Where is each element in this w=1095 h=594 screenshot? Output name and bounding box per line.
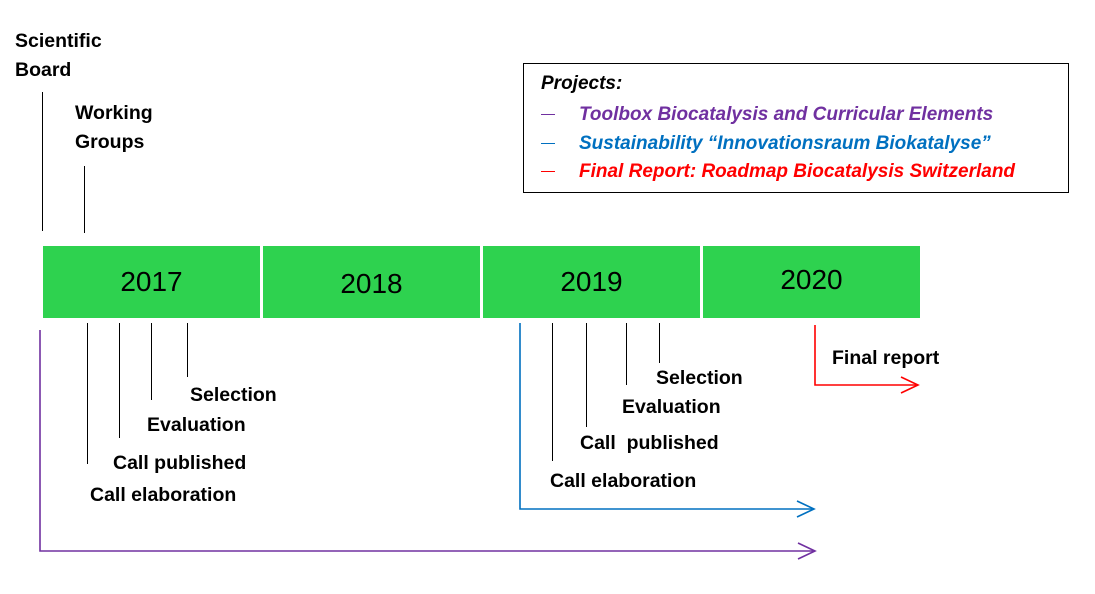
year-2020-label: 2020 — [780, 264, 843, 295]
evaluation-2019-connector — [626, 323, 627, 385]
call-published-2017-connector — [119, 323, 120, 438]
legend-item-toolbox: Toolbox Biocatalysis and Curricular Elem… — [541, 104, 993, 126]
scientific-board-line2: Board — [15, 59, 72, 81]
year-2019-label: 2019 — [560, 266, 623, 297]
scientific-board-label: Scientific Board — [15, 27, 102, 85]
legend-title: Projects: — [541, 73, 623, 94]
call-elaboration-2019-connector — [552, 323, 553, 461]
year-2019: 2019 — [483, 246, 700, 318]
final-report-project-arrow — [814, 325, 920, 394]
legend-dash-final-report — [541, 171, 555, 173]
legend-label-sustainability: Sustainability “Innovationsraum Biokatal… — [579, 133, 991, 154]
year-2020: 2020 — [703, 246, 920, 318]
legend-item-final-report: Final Report: Roadmap Biocatalysis Switz… — [541, 161, 1015, 183]
scientific-board-line1: Scientific — [15, 30, 102, 52]
legend-dash-sustainability — [541, 143, 555, 145]
legend-label-final-report: Final Report: Roadmap Biocatalysis Switz… — [579, 161, 1016, 182]
call-published-2019-connector — [586, 323, 587, 427]
evaluation-2019-label: Evaluation — [622, 396, 721, 418]
call-published-2017-label: Call published — [113, 452, 247, 474]
scientific-board-connector — [42, 92, 43, 231]
working-groups-connector — [84, 166, 85, 233]
working-groups-line2: Groups — [75, 131, 145, 153]
evaluation-2017-label: Evaluation — [147, 414, 246, 436]
call-elaboration-2019-label: Call elaboration — [550, 470, 697, 492]
year-2018-label: 2018 — [340, 268, 403, 299]
call-published-2019-label: Call published — [580, 432, 719, 454]
legend-dash-toolbox — [541, 114, 555, 116]
sustainability-project-arrow — [519, 323, 816, 518]
legend-label-toolbox: Toolbox Biocatalysis and Curricular Elem… — [579, 104, 994, 125]
call-elaboration-2017-label: Call elaboration — [90, 484, 237, 506]
working-groups-line1: Working — [75, 102, 153, 124]
selection-2017-connector — [187, 323, 188, 377]
year-2018: 2018 — [263, 246, 480, 318]
year-2017-label: 2017 — [120, 266, 183, 297]
legend-item-sustainability: Sustainability “Innovationsraum Biokatal… — [541, 133, 991, 155]
final-report-label: Final report — [832, 347, 940, 369]
toolbox-project-arrow — [39, 330, 817, 560]
selection-2017-label: Selection — [190, 384, 277, 406]
call-elaboration-2017-connector — [87, 323, 88, 464]
evaluation-2017-connector — [151, 323, 152, 400]
year-2017: 2017 — [43, 246, 260, 318]
projects-legend: Projects: Toolbox Biocatalysis and Curri… — [523, 63, 1069, 193]
working-groups-label: Working Groups — [75, 99, 153, 157]
selection-2019-label: Selection — [656, 367, 743, 389]
selection-2019-connector — [659, 323, 660, 363]
